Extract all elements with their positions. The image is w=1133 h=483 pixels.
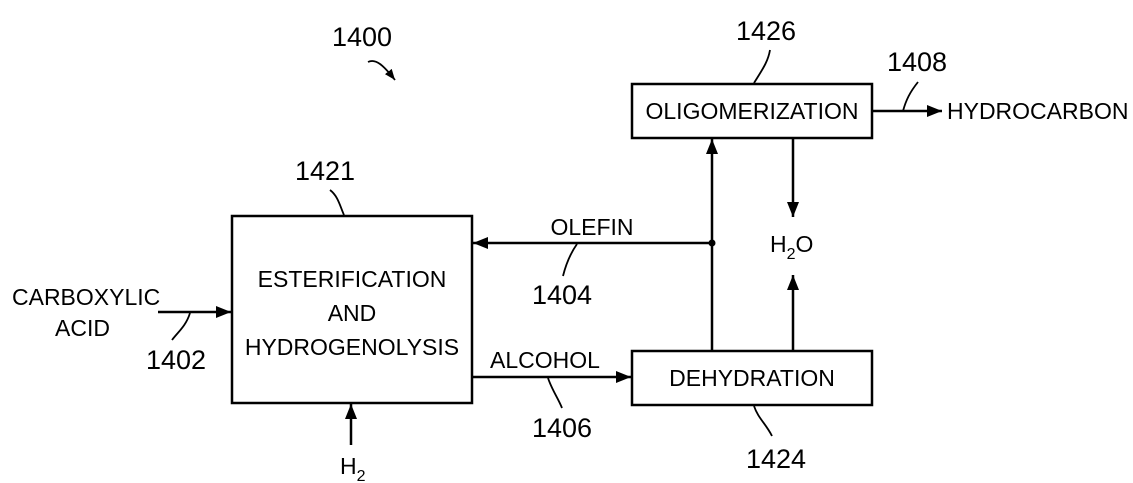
alcohol-ref: 1406	[532, 413, 592, 443]
esterification-ref: 1421	[295, 156, 355, 186]
carboxylic-acid-ref-leader	[171, 312, 191, 341]
oligomerization-ref: 1426	[736, 16, 796, 46]
hydrocarbon-label: HYDROCARBON	[947, 98, 1128, 124]
alcohol-label: ALCOHOL	[490, 347, 600, 373]
hydrocarbon-ref: 1408	[887, 47, 947, 77]
esterification-hydrogenolysis-block	[230, 214, 474, 405]
oligomerization-ref-leader	[753, 49, 771, 84]
carboxylic-acid-label-line2: ACID	[55, 315, 110, 341]
alcohol-ref-leader	[547, 377, 563, 409]
olefin-ref: 1404	[532, 280, 592, 310]
esterification-label-line1: ESTERIFICATION	[258, 266, 447, 292]
dehydration-block	[630, 349, 874, 407]
olefin-ref-leader	[562, 243, 578, 277]
water-label: H2O	[770, 231, 813, 263]
dehydration-label: DEHYDRATION	[669, 365, 835, 391]
esterification-ref-leader	[329, 189, 345, 216]
carboxylic-acid-label-line1: CARBOXYLIC	[12, 284, 160, 310]
figure-ref: 1400	[332, 22, 392, 52]
esterification-label-line3: HYDROGENOLYSIS	[245, 334, 459, 360]
figure-ref-arrow	[367, 60, 396, 81]
dehydration-ref-leader	[753, 405, 773, 437]
carboxylic-acid-ref: 1402	[146, 345, 206, 375]
esterification-label-line2: AND	[328, 300, 377, 326]
hydrocarbon-ref-leader	[902, 81, 919, 112]
hydrogen-label: H2	[340, 453, 366, 483]
olefin-label: OLEFIN	[550, 214, 633, 240]
oligomerization-label: OLIGOMERIZATION	[646, 98, 859, 124]
dehydration-ref: 1424	[746, 444, 806, 474]
